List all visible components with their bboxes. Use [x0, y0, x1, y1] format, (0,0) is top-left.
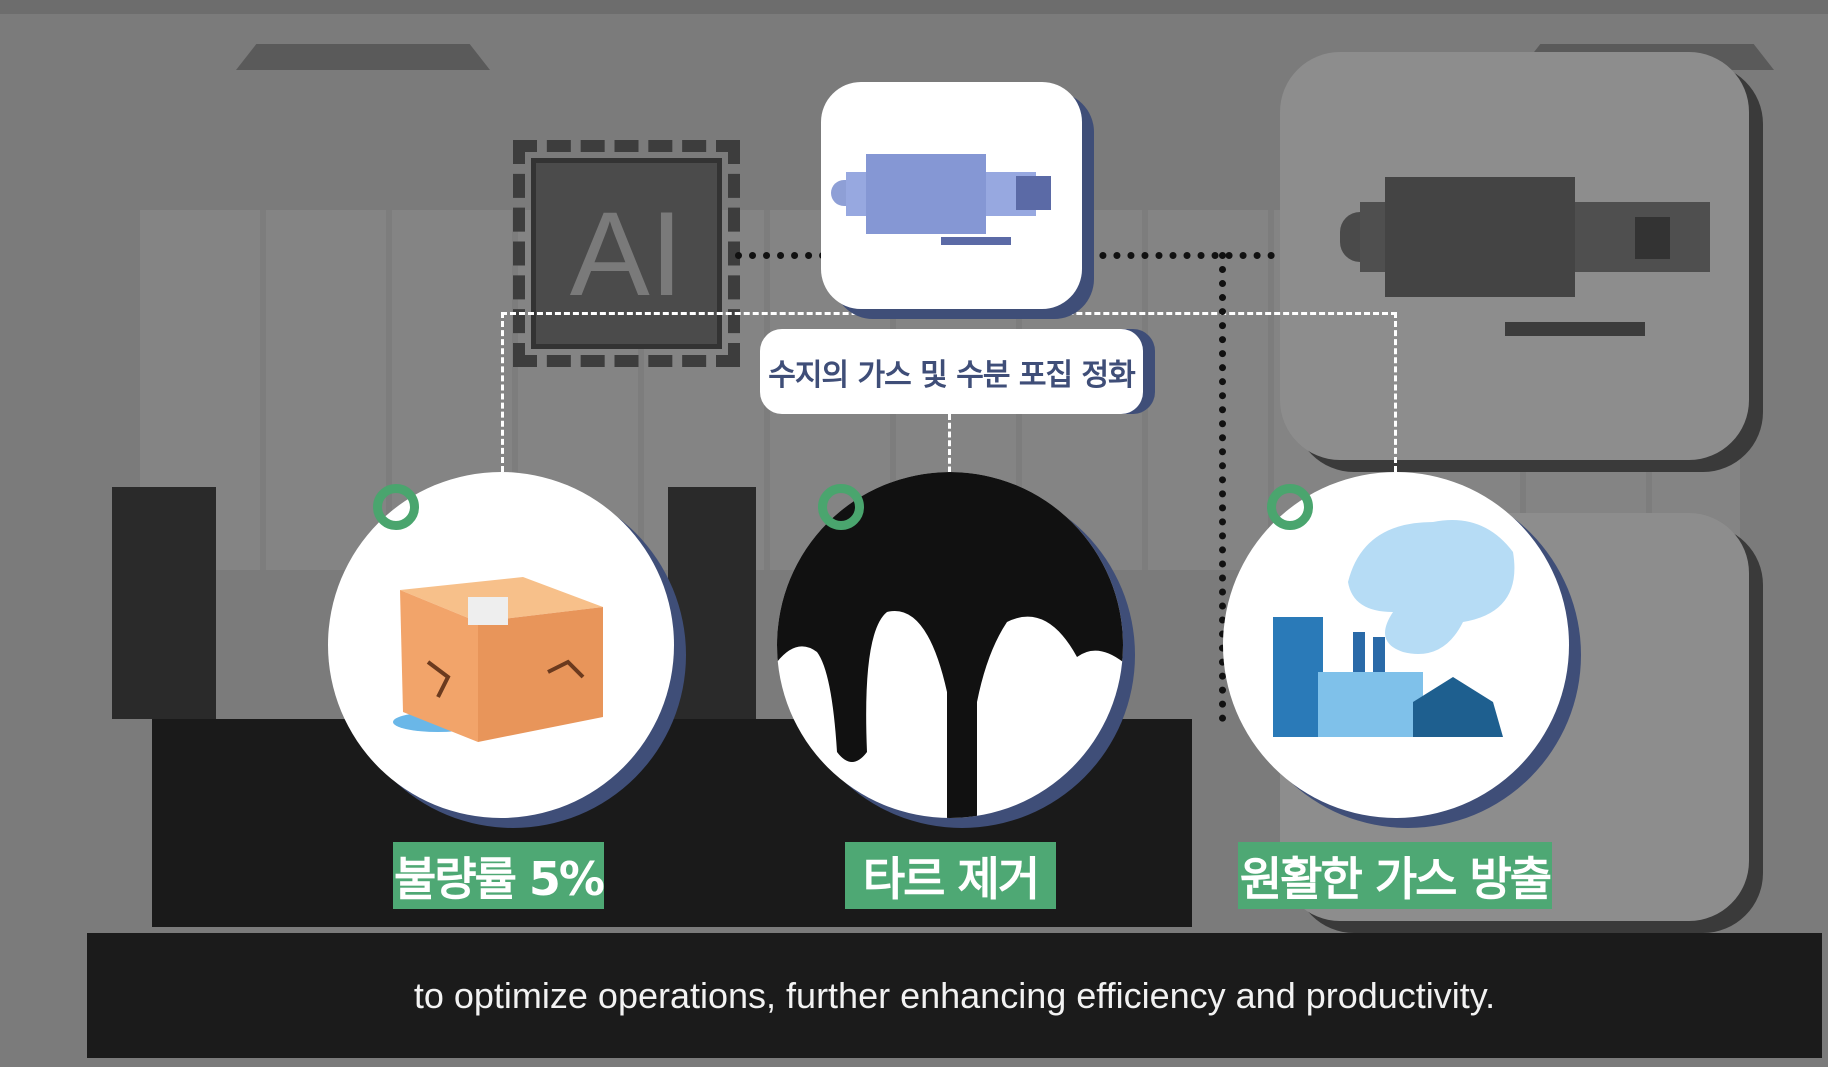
connector-line — [948, 414, 951, 490]
subtitle-text: to optimize operations, further enhancin… — [413, 974, 1496, 1016]
benefit-circle-gas — [1223, 472, 1569, 818]
benefit-label-gas-release: 원활한 가스 방출 — [1238, 842, 1552, 909]
factory-smoke-icon — [1273, 520, 1515, 737]
status-ring-icon — [373, 484, 419, 530]
ai-chip: AI — [513, 140, 740, 367]
screw-barrel-icon — [1340, 177, 1710, 336]
connector-dotted — [1219, 252, 1226, 722]
screw-barrel-icon — [831, 154, 1051, 245]
benefit-label-tar-removal: 타르 제거 — [845, 842, 1056, 909]
tar-drip-icon — [777, 472, 1123, 818]
status-ring-icon — [1267, 484, 1313, 530]
machine-block — [112, 487, 216, 719]
connector-line — [501, 312, 1397, 472]
ai-chip-label: AI — [569, 186, 684, 321]
machine-block — [668, 487, 756, 719]
status-ring-icon — [818, 484, 864, 530]
damaged-box-icon — [393, 577, 603, 742]
benefit-circle-defect — [328, 472, 674, 818]
callout-label: 수지의 가스 및 수분 포집 정화 — [760, 329, 1143, 414]
benefit-circle-tar — [777, 472, 1123, 818]
ceiling-lamp — [236, 44, 490, 70]
benefit-label-defect-rate: 불량률 5% — [393, 842, 605, 909]
subtitle-bar: to optimize operations, further enhancin… — [87, 933, 1822, 1058]
machine-panel-upper — [1280, 52, 1749, 460]
screw-barrel-card — [821, 82, 1082, 309]
callout-text: 수지의 가스 및 수분 포집 정화 — [768, 357, 1135, 393]
ceiling-beam — [0, 0, 1828, 14]
